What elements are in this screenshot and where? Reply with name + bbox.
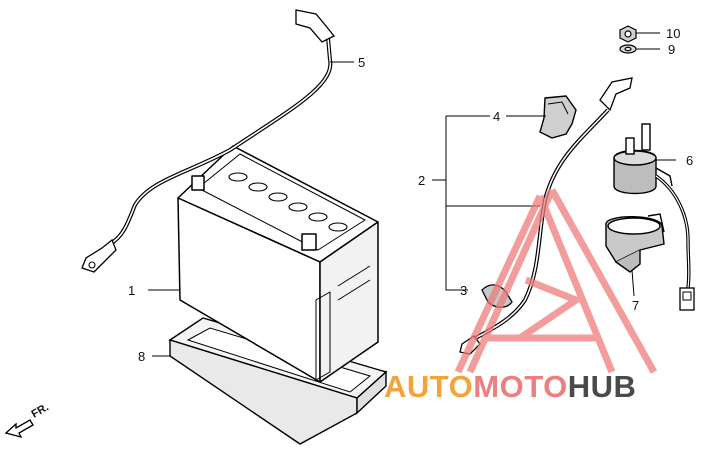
callout-1: 1 [128, 283, 135, 298]
watermark-auto: AUTO [384, 369, 473, 404]
nut [619, 25, 637, 43]
callout-9: 9 [668, 42, 675, 57]
relay-wire [655, 174, 695, 311]
callout-10: 10 [666, 26, 680, 41]
watermark-logo: AUTOMOTOHUB [384, 188, 658, 404]
callout-4: 4 [493, 109, 500, 124]
relay-holder [605, 213, 665, 273]
callout-6: 6 [686, 153, 693, 168]
battery [177, 145, 379, 383]
front-label: FR. [30, 401, 51, 420]
negative-cable [81, 9, 336, 273]
callout-5: 5 [358, 55, 365, 70]
callout-8: 8 [138, 349, 145, 364]
callouts: 1 2 3 4 5 6 7 8 9 10 [128, 26, 693, 364]
callout-3: 3 [460, 283, 467, 298]
watermark-hub: HUB [568, 369, 637, 404]
watermark-moto: MOTO [473, 369, 567, 404]
callout-2: 2 [418, 173, 425, 188]
leader-lines [148, 32, 676, 357]
watermark-triangle [454, 188, 658, 374]
starter-relay [613, 123, 673, 195]
washer [619, 44, 637, 54]
callout-7: 7 [632, 298, 639, 313]
terminal-boot [539, 95, 577, 139]
svg-text:AUTOMOTOHUB: AUTOMOTOHUB [384, 369, 636, 404]
front-direction-arrow: FR. [4, 401, 51, 438]
